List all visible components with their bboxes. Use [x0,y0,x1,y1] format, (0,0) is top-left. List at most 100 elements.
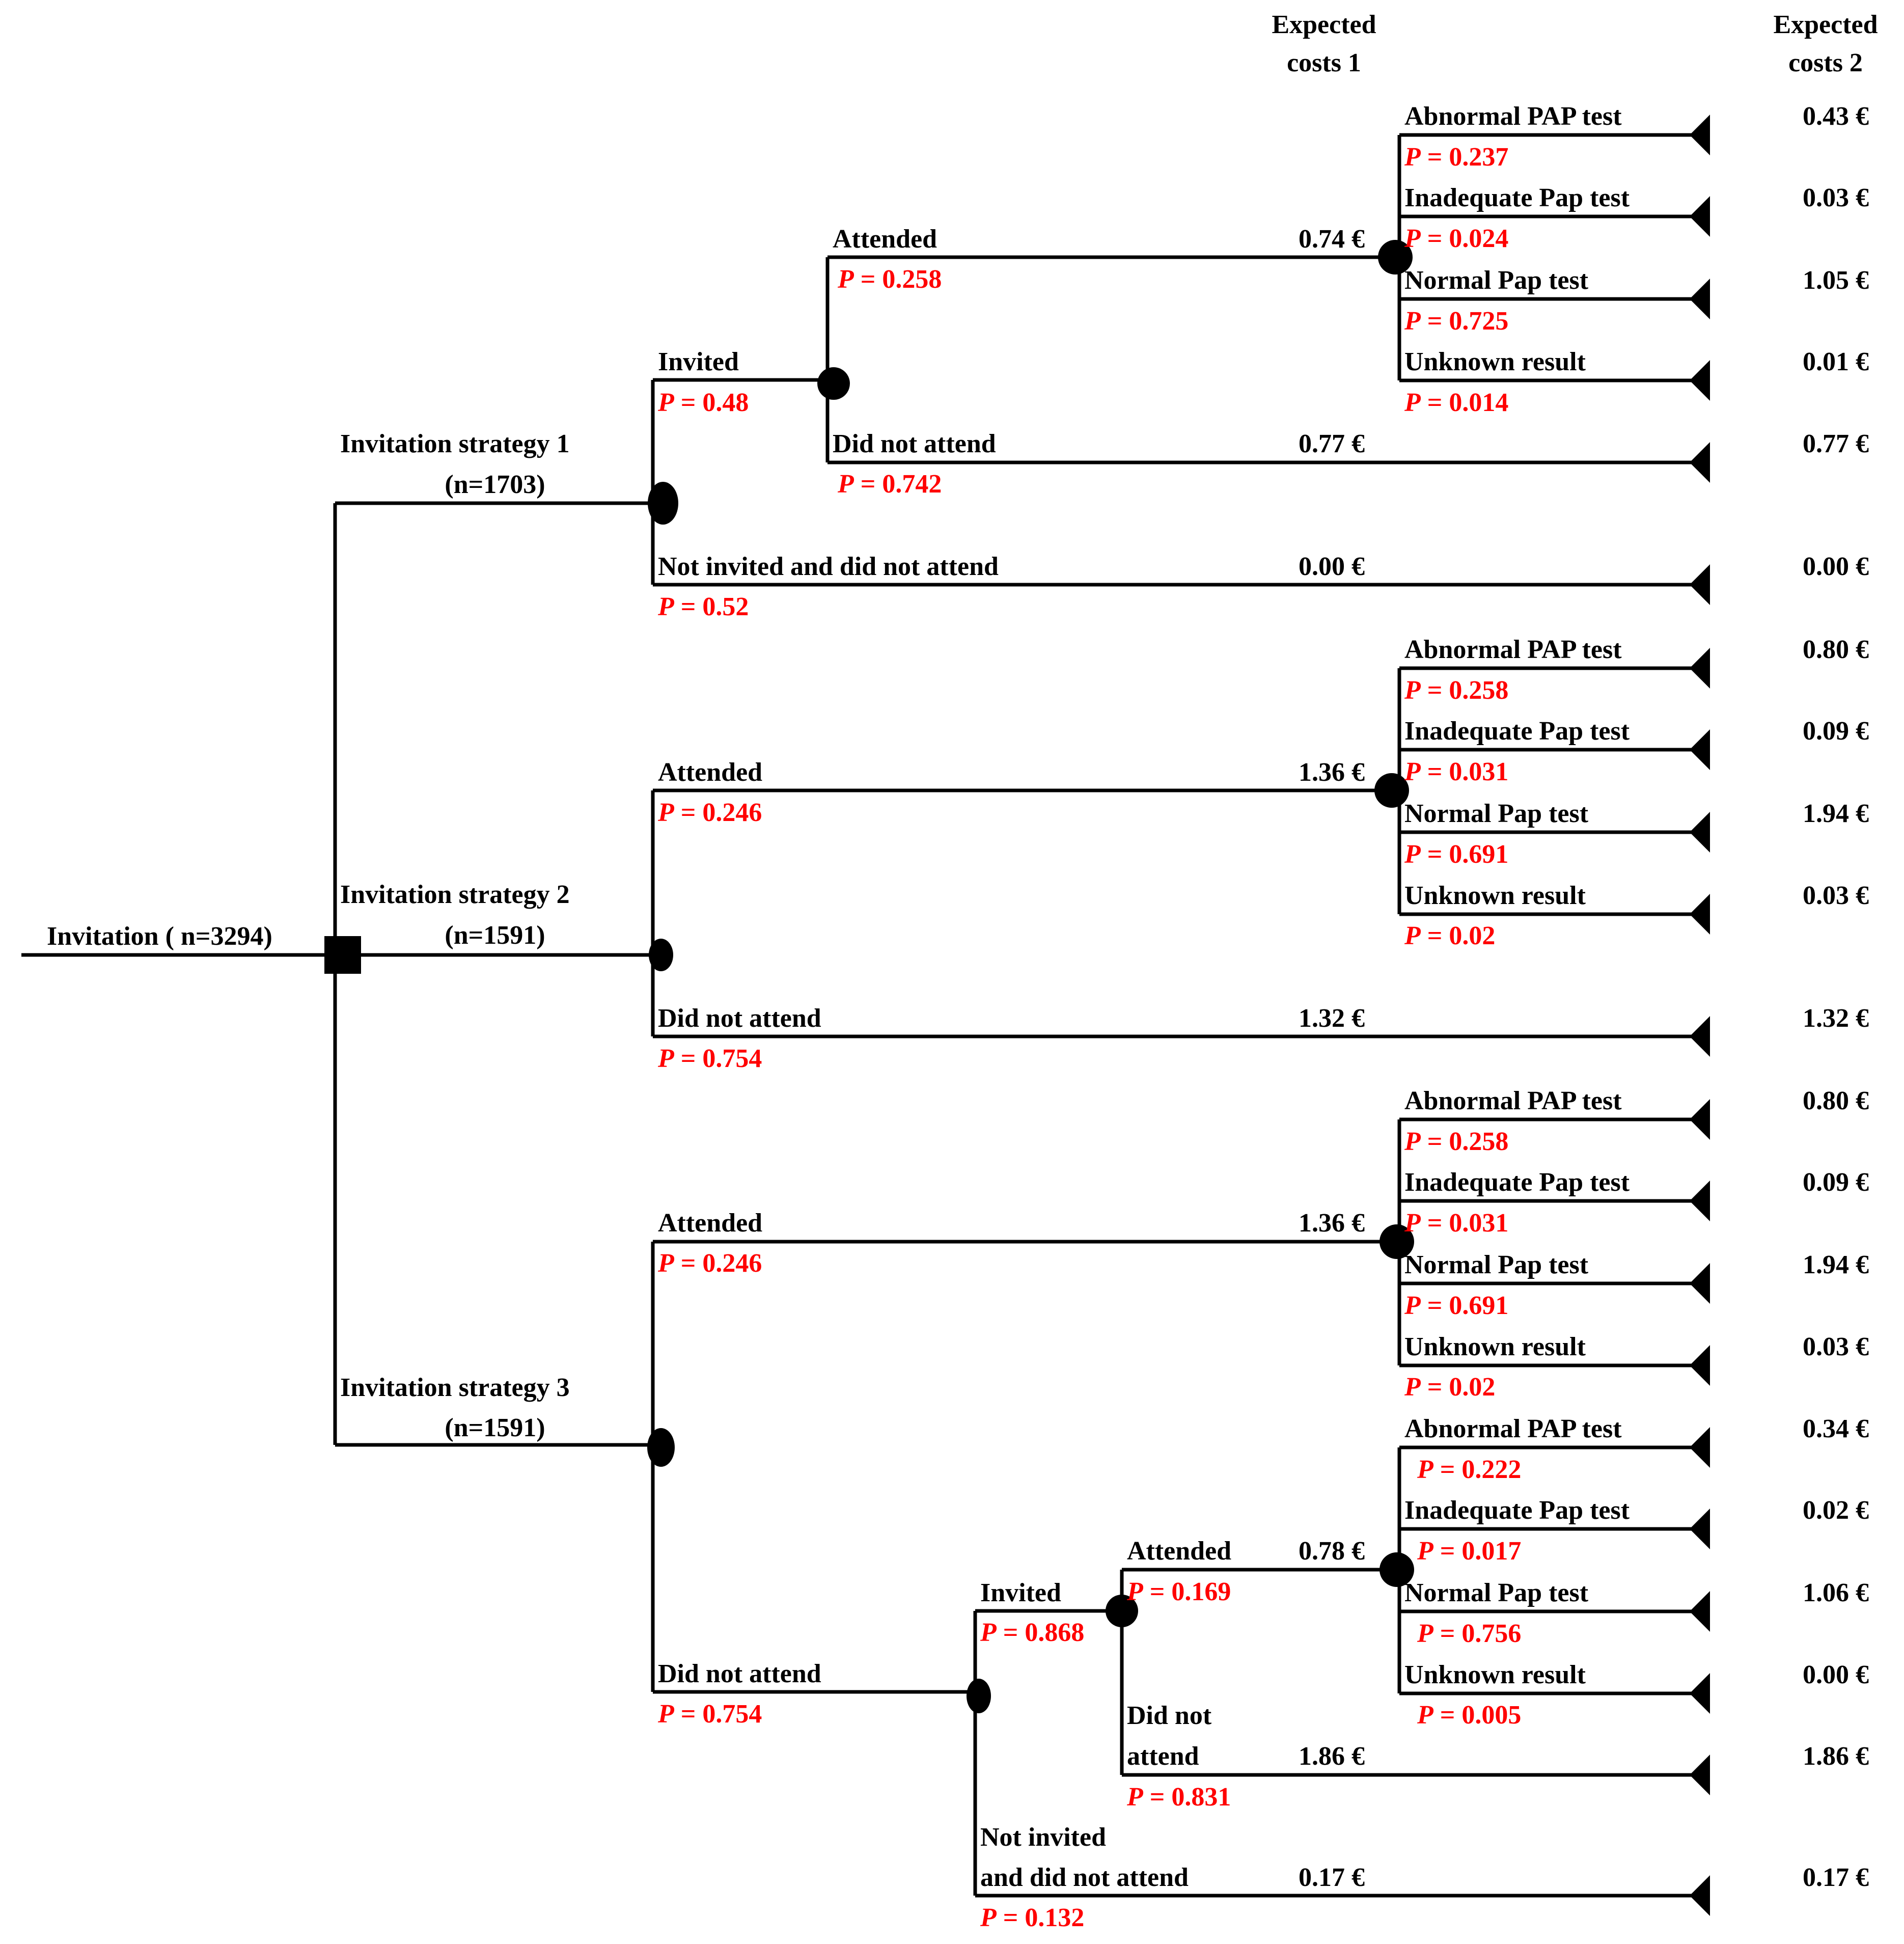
s1-attended-label: Attended [833,225,937,254]
terminal-node [1690,360,1710,401]
label-line1: Did not [1127,1701,1212,1730]
s3-re-outcome-abnormal: Abnormal PAP test P = 0.222 0.34 € [1399,1414,1869,1484]
outcome-cost2: 0.03 € [1803,1332,1869,1361]
s2-outcome-unknown: Unknown result P = 0.02 0.03 € [1399,881,1869,950]
s1-did-not-attend: Did not attend P = 0.742 0.77 € 0.77 € [827,429,1869,499]
label: Did not attend [833,429,996,458]
decision-node [324,936,361,974]
outcome-cost2: 0.80 € [1803,1086,1869,1115]
s3-did-not-attend-prob: P = 0.754 [657,1700,762,1729]
terminal-node [1690,564,1710,605]
outcome-cost2: 1.94 € [1803,799,1869,828]
outcome-prob: P = 0.014 [1404,388,1508,417]
label: Did not attend [658,1004,821,1033]
s3-attended-cost1: 1.36 € [1299,1209,1365,1238]
s1-attended-cost1: 0.74 € [1299,225,1365,254]
outcome-cost2: 0.02 € [1803,1496,1869,1525]
outcome-cost2: 0.09 € [1803,1168,1869,1197]
terminal-node [1690,1181,1710,1221]
s3-attended-label: Attended [658,1209,762,1238]
header-costs1-line2: costs 1 [1287,48,1361,77]
outcome-cost2: 0.80 € [1803,635,1869,664]
outcome-prob: P = 0.02 [1404,1373,1495,1402]
outcome-cost2: 0.01 € [1803,347,1869,376]
outcome-label: Normal Pap test [1404,266,1589,295]
s3-outcome-abnormal: Abnormal PAP test P = 0.258 0.80 € [1399,1086,1869,1156]
terminal-node [1690,1591,1710,1632]
s3-attended-prob: P = 0.246 [657,1249,762,1278]
outcome-label: Unknown result [1404,1332,1586,1361]
terminal-node [1690,729,1710,770]
cost2: 1.86 € [1803,1742,1869,1771]
terminal-node [1690,115,1710,155]
s3-re-attended-cost1: 0.78 € [1299,1537,1365,1566]
terminal-node [1690,442,1710,483]
s3-re-outcome-inadequate: Inadequate Pap test P = 0.017 0.02 € [1399,1496,1869,1566]
s3-not-invited: Not invited and did not attend P = 0.132… [975,1823,1869,1932]
outcome-prob: P = 0.756 [1417,1619,1521,1648]
strategy2-label: Invitation strategy 2 [340,880,570,909]
terminal-node [1690,648,1710,689]
s1-outcome-unknown: Unknown result P = 0.014 0.01 € [1399,347,1869,417]
header-costs2-line1: Expected [1773,10,1878,39]
s3-outcome-inadequate: Inadequate Pap test P = 0.031 0.09 € [1399,1168,1869,1238]
cost1: 0.00 € [1299,552,1365,581]
chance-node [1374,773,1409,808]
s2-outcome-normal: Normal Pap test P = 0.691 1.94 € [1399,799,1869,869]
prob: P = 0.754 [657,1044,762,1073]
cost1: 0.17 € [1299,1863,1365,1892]
prob: P = 0.52 [657,592,749,621]
outcome-label: Abnormal PAP test [1404,102,1622,131]
s1-invited-label: Invited [658,347,739,376]
strategy3-label: Invitation strategy 3 [340,1373,570,1402]
outcome-cost2: 1.05 € [1803,266,1869,295]
cost2: 0.17 € [1803,1863,1869,1892]
s3-re-attended-prob: P = 0.169 [1126,1577,1231,1606]
terminal-node [1690,1427,1710,1468]
outcome-label: Normal Pap test [1404,799,1589,828]
outcome-label: Unknown result [1404,347,1586,376]
chance-node [1378,240,1413,275]
outcome-prob: P = 0.222 [1417,1455,1521,1484]
outcome-label: Normal Pap test [1404,1250,1589,1279]
outcome-label: Inadequate Pap test [1404,183,1630,212]
cost1: 1.32 € [1299,1004,1365,1033]
terminal-node [1690,1875,1710,1916]
s3-re-did-not-attend: Did not attend P = 0.831 1.86 € 1.86 € [1122,1701,1869,1812]
outcome-prob: P = 0.691 [1404,1291,1508,1320]
strategy3-n: (n=1591) [445,1413,545,1442]
s2-did-not-attend: Did not attend P = 0.754 1.32 € 1.32 € [653,1004,1869,1073]
s2-outcome-abnormal: Abnormal PAP test P = 0.258 0.80 € [1399,635,1869,705]
chance-node [967,1679,991,1713]
prob: P = 0.831 [1126,1783,1231,1812]
s2-outcome-inadequate: Inadequate Pap test P = 0.031 0.09 € [1399,717,1869,786]
s1-outcome-inadequate: Inadequate Pap test P = 0.024 0.03 € [1399,183,1869,253]
chance-node [649,939,673,971]
header-costs2-line2: costs 2 [1788,48,1863,77]
outcome-cost2: 0.03 € [1803,881,1869,910]
outcome-label: Unknown result [1404,881,1586,910]
s3-re-attended-label: Attended [1127,1537,1231,1566]
outcome-prob: P = 0.691 [1404,840,1508,869]
root-label: Invitation ( n=3294) [47,922,272,951]
outcome-label: Inadequate Pap test [1404,1168,1630,1197]
label-line1: Not invited [980,1823,1106,1852]
s3-re-outcome-unknown: Unknown result P = 0.005 0.00 € [1399,1660,1869,1730]
terminal-node [1690,196,1710,237]
label-line2: attend [1127,1742,1199,1771]
label-line2: and did not attend [980,1863,1189,1892]
terminal-node [1690,894,1710,935]
strategy1-n: (n=1703) [445,470,545,499]
s3-outcome-unknown: Unknown result P = 0.02 0.03 € [1399,1332,1869,1402]
s2-attended-prob: P = 0.246 [657,798,762,827]
outcome-label: Normal Pap test [1404,1578,1589,1607]
terminal-node [1690,1755,1710,1795]
terminal-node [1690,812,1710,853]
outcome-prob: P = 0.031 [1404,1209,1508,1238]
prob: P = 0.132 [980,1903,1084,1932]
s3-outcome-normal: Normal Pap test P = 0.691 1.94 € [1399,1250,1869,1320]
terminal-node [1690,1509,1710,1549]
outcome-prob: P = 0.725 [1404,307,1508,336]
outcome-label: Abnormal PAP test [1404,1086,1622,1115]
